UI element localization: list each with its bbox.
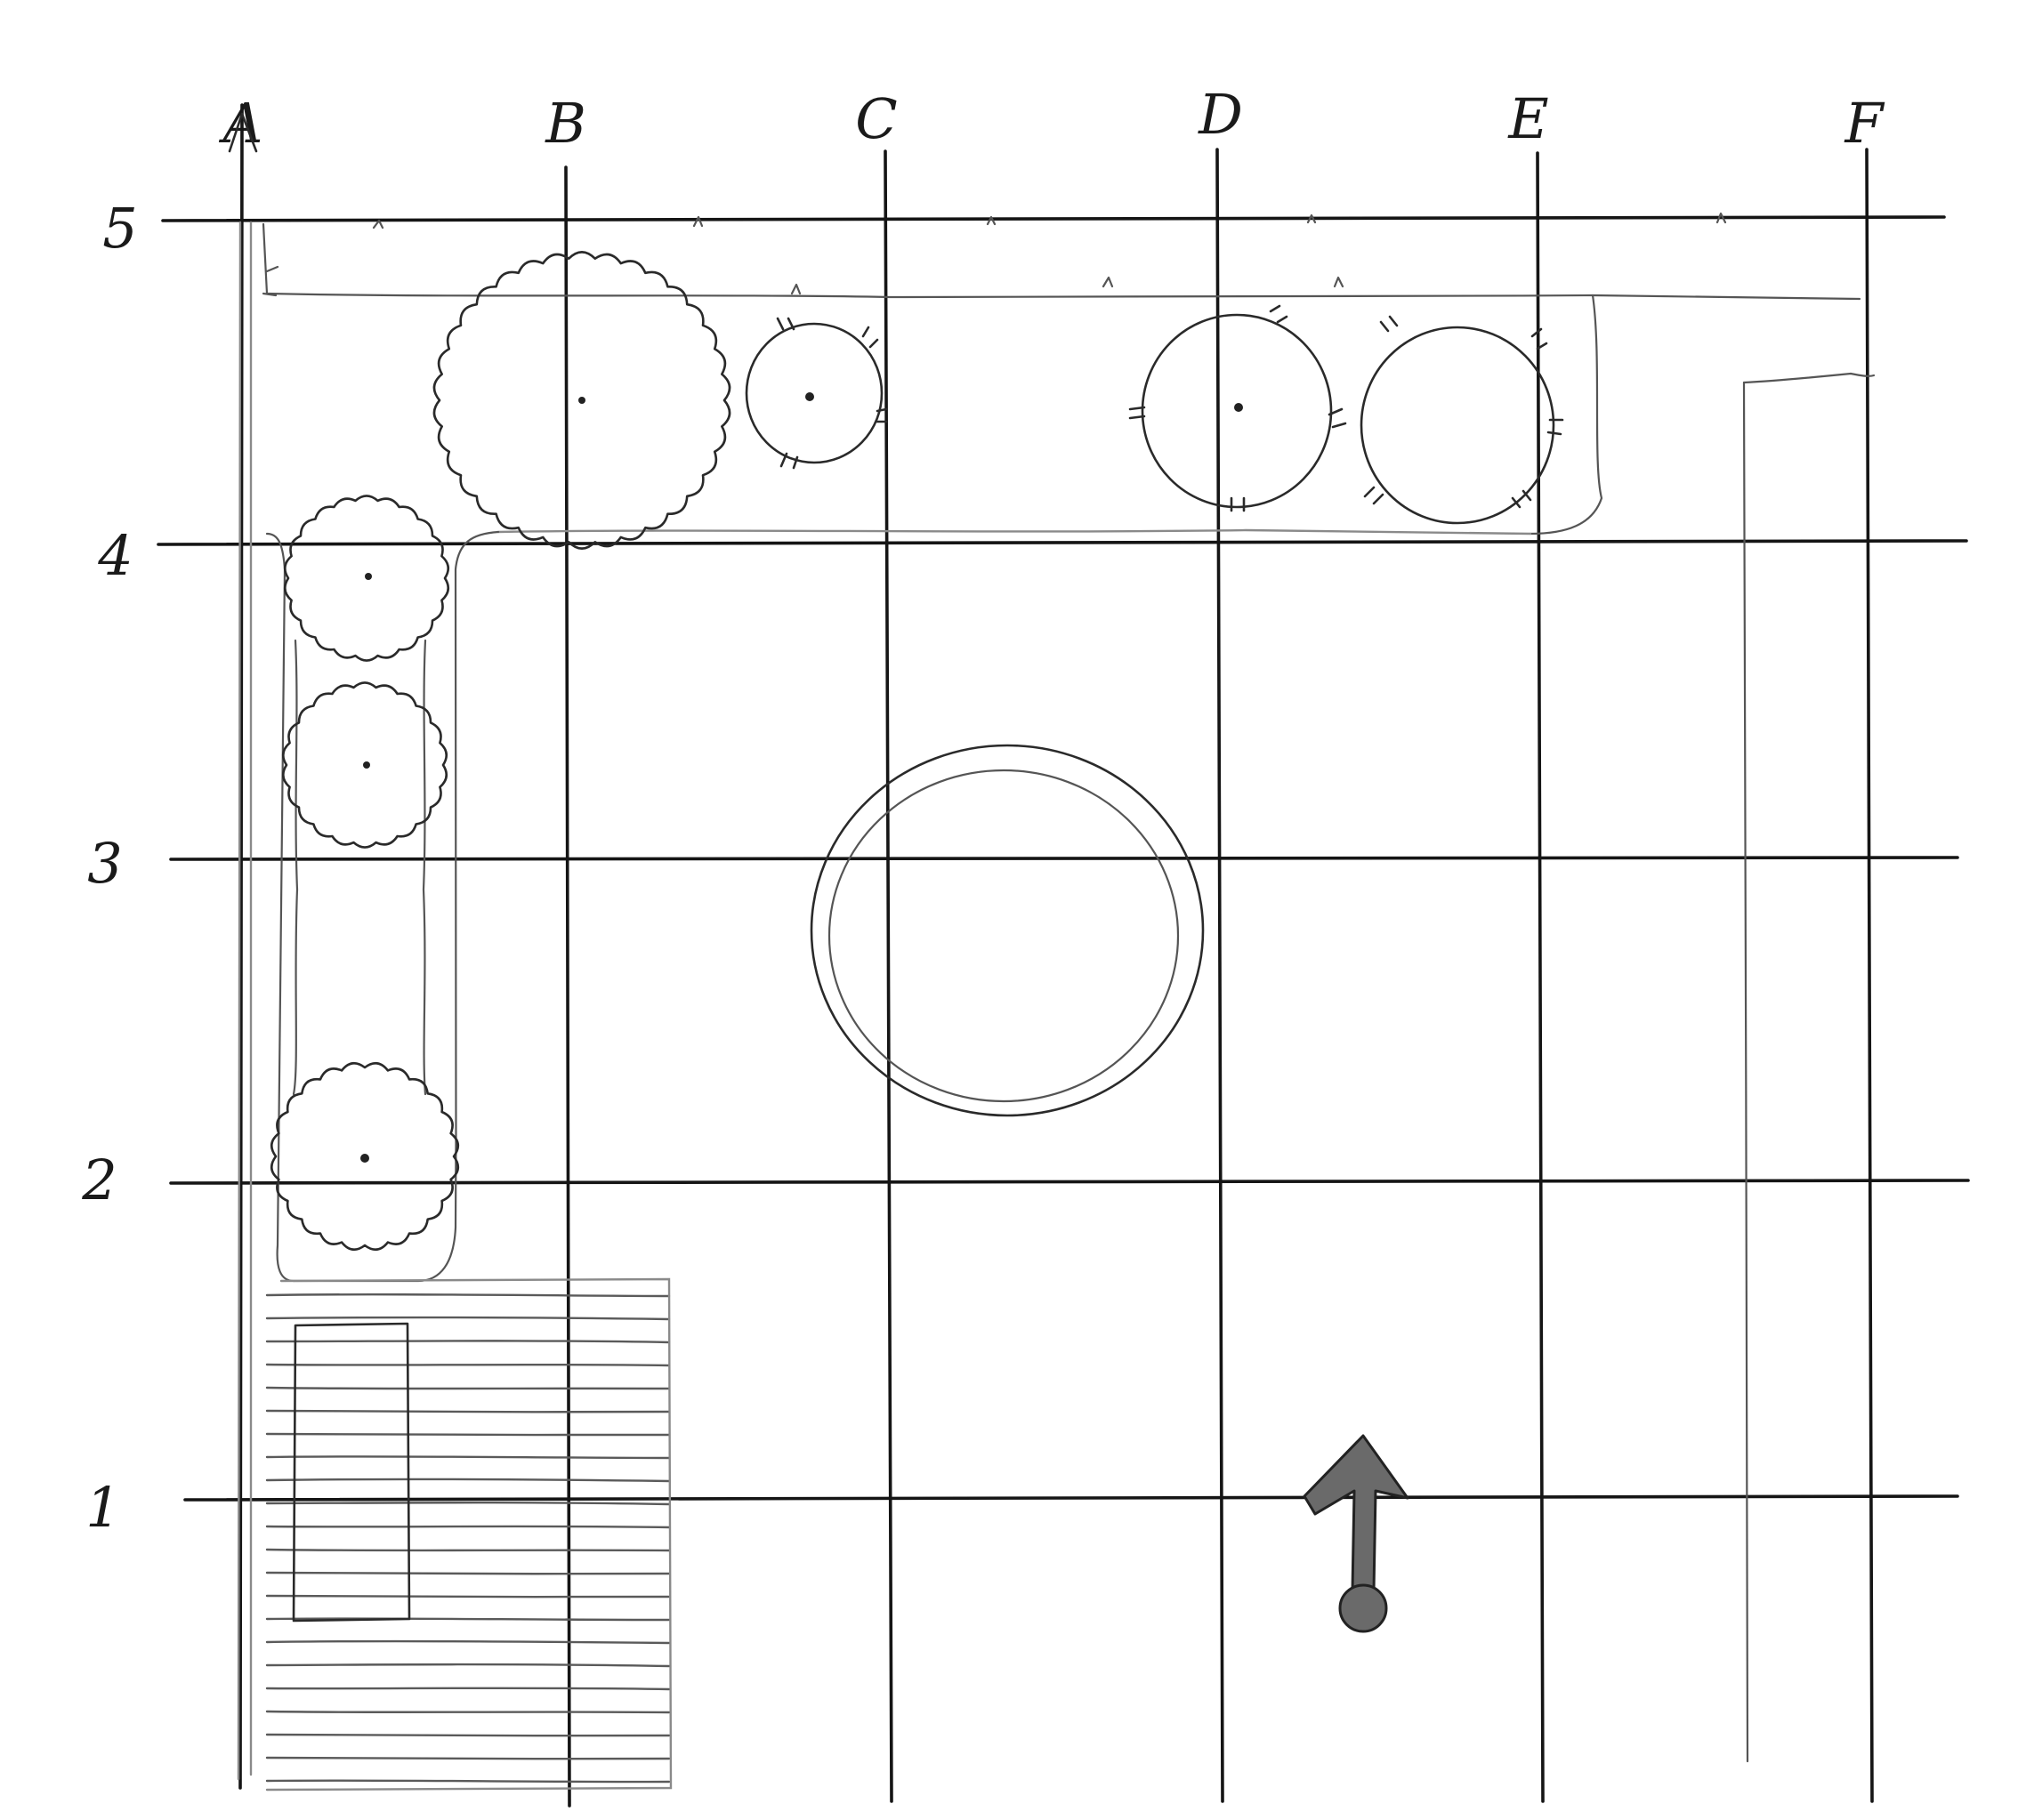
axis-arrowhead xyxy=(228,112,258,153)
deck-board xyxy=(265,1293,671,1298)
deck-bench xyxy=(292,1322,411,1623)
deck-board xyxy=(265,1663,671,1668)
tree-canopy xyxy=(281,681,448,849)
deck-board xyxy=(265,1525,671,1529)
grid-line-4 xyxy=(157,539,1968,546)
tree-canopy xyxy=(283,495,450,662)
decking-hatched xyxy=(265,1277,673,1792)
tree-trunk-dot xyxy=(578,397,585,404)
shrub-round xyxy=(1360,315,1564,525)
column-label-d: D xyxy=(1198,82,1243,147)
deck-board xyxy=(265,1409,671,1413)
column-trees xyxy=(270,495,459,1251)
column-label-f: F xyxy=(1844,91,1885,156)
row-label-1: 1 xyxy=(85,1475,120,1540)
column-labels: A B C D E F xyxy=(219,82,1885,156)
deck-board xyxy=(265,1502,671,1506)
grid-line-a xyxy=(238,103,244,1790)
row-labels: 5 4 3 2 1 xyxy=(81,196,137,1540)
column-label-b: B xyxy=(545,91,586,156)
row-label-3: 3 xyxy=(87,831,122,896)
row-label-2: 2 xyxy=(81,1148,117,1212)
deck-board xyxy=(265,1617,671,1622)
grid-line-c xyxy=(884,149,893,1803)
grid-line-5 xyxy=(161,215,1946,222)
grid-line-3 xyxy=(169,856,1959,861)
grid-line-2 xyxy=(169,1179,1970,1185)
grid-line-1 xyxy=(183,1494,1959,1502)
column-label-c: C xyxy=(855,86,897,151)
column-label-e: E xyxy=(1507,86,1548,151)
tree-canopy xyxy=(432,251,731,550)
deck-board xyxy=(265,1710,671,1714)
circular-pond xyxy=(810,744,1205,1117)
grid-line-e xyxy=(1536,151,1545,1803)
large-tree xyxy=(432,251,731,550)
deck-board xyxy=(265,1756,671,1760)
deck-board xyxy=(265,1455,671,1460)
grid-columns xyxy=(238,103,1874,1808)
tree-canopy xyxy=(270,1062,459,1251)
deck-board xyxy=(265,1571,671,1575)
deck-board xyxy=(265,1594,671,1599)
boundary-hedge xyxy=(237,212,1876,1781)
planting-bed-left xyxy=(265,530,500,1283)
grid-line-b xyxy=(564,165,571,1808)
grid-rows xyxy=(157,215,1970,1502)
deck-board xyxy=(265,1478,671,1483)
grid-line-f xyxy=(1865,148,1874,1803)
deck-board xyxy=(265,1316,671,1321)
row-label-5: 5 xyxy=(102,196,137,261)
row-label-4: 4 xyxy=(97,523,133,588)
deck-board xyxy=(265,1432,671,1437)
deck-board xyxy=(265,1779,671,1784)
shrub-round xyxy=(1128,304,1347,512)
deck-board xyxy=(265,1687,671,1691)
north-arrow-icon xyxy=(1303,1434,1409,1633)
deck-board xyxy=(265,1340,671,1344)
deck-board xyxy=(265,1639,671,1645)
planting-bed-inner xyxy=(292,639,427,1096)
deck-board xyxy=(265,1386,671,1390)
top-shrubs xyxy=(745,304,1564,525)
shrub-round xyxy=(745,317,888,470)
grid-line-d xyxy=(1215,148,1224,1803)
